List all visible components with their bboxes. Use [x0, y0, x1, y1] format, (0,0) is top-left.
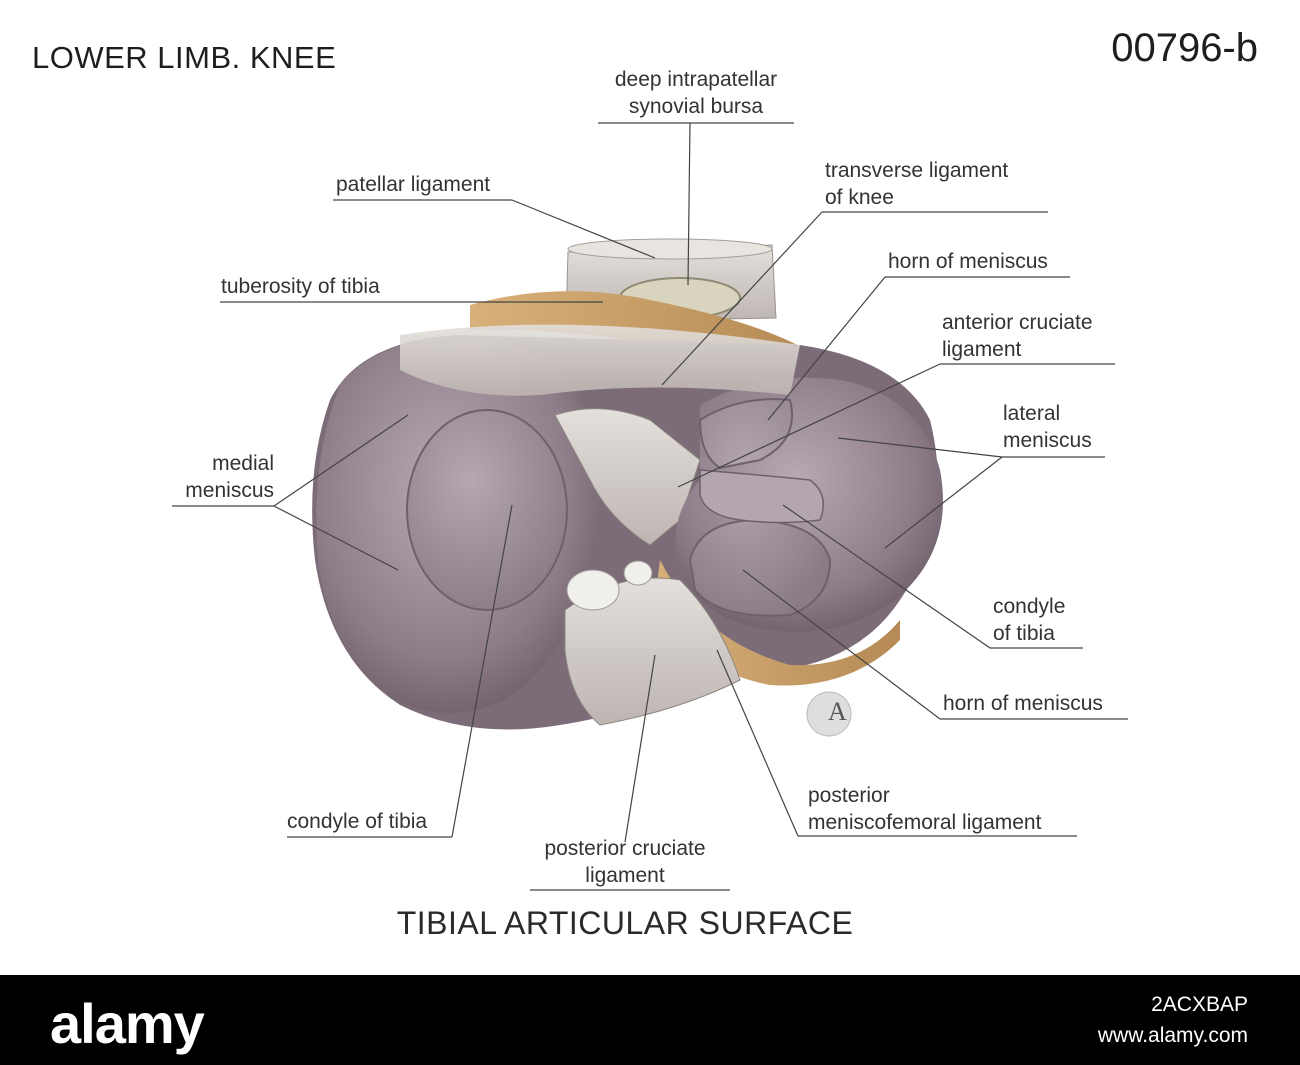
figure-caption: TIBIAL ARTICULAR SURFACE — [396, 905, 854, 941]
label-acl-line2: ligament — [942, 338, 1022, 361]
label-medial-line1: medial — [212, 452, 274, 475]
line-pmfl — [716, 649, 799, 837]
line-condyle-left — [451, 504, 513, 838]
label-medial-line2: meniscus — [185, 479, 274, 502]
ligament-cut-1 — [566, 569, 620, 611]
watermark-footer: alamy 2ACXBAP www.alamy.com — [0, 975, 1300, 1065]
label-pcl-line2: ligament — [585, 864, 665, 887]
line-medial-a — [273, 414, 409, 507]
line-medial-b — [273, 505, 399, 571]
label-tuberosity-of-tibia: tuberosity of tibia — [221, 275, 380, 298]
footer-url: www.alamy.com — [1097, 1024, 1248, 1047]
figure-code: 00796-b — [1111, 26, 1258, 70]
label-pmfl-line1: posterior — [808, 784, 890, 807]
view-marker-letter: A — [828, 697, 847, 726]
label-lateral-line2: meniscus — [1003, 429, 1092, 452]
line-lateral-b — [884, 456, 1003, 549]
label-condyle-left: condyle of tibia — [287, 810, 428, 833]
lateral-horn-shape — [699, 469, 825, 524]
label-posterior-meniscofemoral: posterior meniscofemoral ligament — [808, 782, 1041, 836]
label-pmfl-line2: meniscofemoral ligament — [808, 811, 1042, 834]
label-condyle-right: condyle of tibia — [993, 593, 1065, 647]
label-pcl-line1: posterior cruciate — [544, 837, 706, 860]
label-lateral-line1: lateral — [1003, 402, 1061, 425]
line-horn-bottom — [742, 569, 941, 720]
label-lateral-meniscus: lateral meniscus — [1003, 400, 1092, 454]
line-acl — [677, 363, 941, 488]
label-horn-of-meniscus-bottom: horn of meniscus — [943, 692, 1103, 715]
label-patellar-ligament: patellar ligament — [336, 173, 491, 196]
line-deep-bursa — [687, 122, 691, 286]
line-condyle-right — [782, 504, 991, 649]
lateral-condyle-shape — [688, 398, 832, 617]
leader-lines — [172, 122, 1128, 891]
line-transverse — [661, 211, 823, 386]
label-transverse-line1: transverse ligament — [825, 159, 1009, 182]
label-deep-bursa-line1: deep intrapatellar — [614, 68, 778, 91]
line-patellar — [511, 199, 656, 259]
label-transverse-ligament: transverse ligament of knee — [825, 157, 1008, 211]
line-horn-top — [767, 276, 886, 421]
label-posterior-cruciate: posterior cruciate ligament — [520, 835, 730, 889]
figure-title: LOWER LIMB. KNEE — [32, 40, 337, 75]
transverse-ligament-shape — [400, 324, 800, 396]
label-medial-meniscus: medial meniscus — [150, 450, 274, 504]
label-acl-line1: anterior cruciate — [942, 311, 1093, 334]
label-transverse-line2: of knee — [825, 186, 894, 209]
label-condyle-right-line1: condyle — [993, 595, 1066, 618]
footer-brand-logo: alamy — [50, 992, 205, 1055]
view-marker-circle — [806, 691, 852, 737]
ligament-cut-2 — [623, 560, 653, 586]
line-pcl — [624, 654, 656, 843]
label-anterior-cruciate: anterior cruciate ligament — [942, 309, 1093, 363]
label-deep-bursa: deep intrapatellar synovial bursa — [596, 66, 796, 120]
patellar-ligament-cut — [567, 238, 773, 260]
label-deep-bursa-line2: synovial bursa — [628, 95, 764, 118]
label-horn-of-meniscus-top: horn of meniscus — [888, 250, 1048, 273]
footer-image-code: 2ACXBAP — [1151, 993, 1248, 1016]
knee-illustration — [172, 122, 1128, 891]
medial-condyle-shape — [406, 409, 568, 611]
line-lateral-a — [837, 437, 1003, 458]
label-condyle-right-line2: of tibia — [993, 622, 1055, 645]
